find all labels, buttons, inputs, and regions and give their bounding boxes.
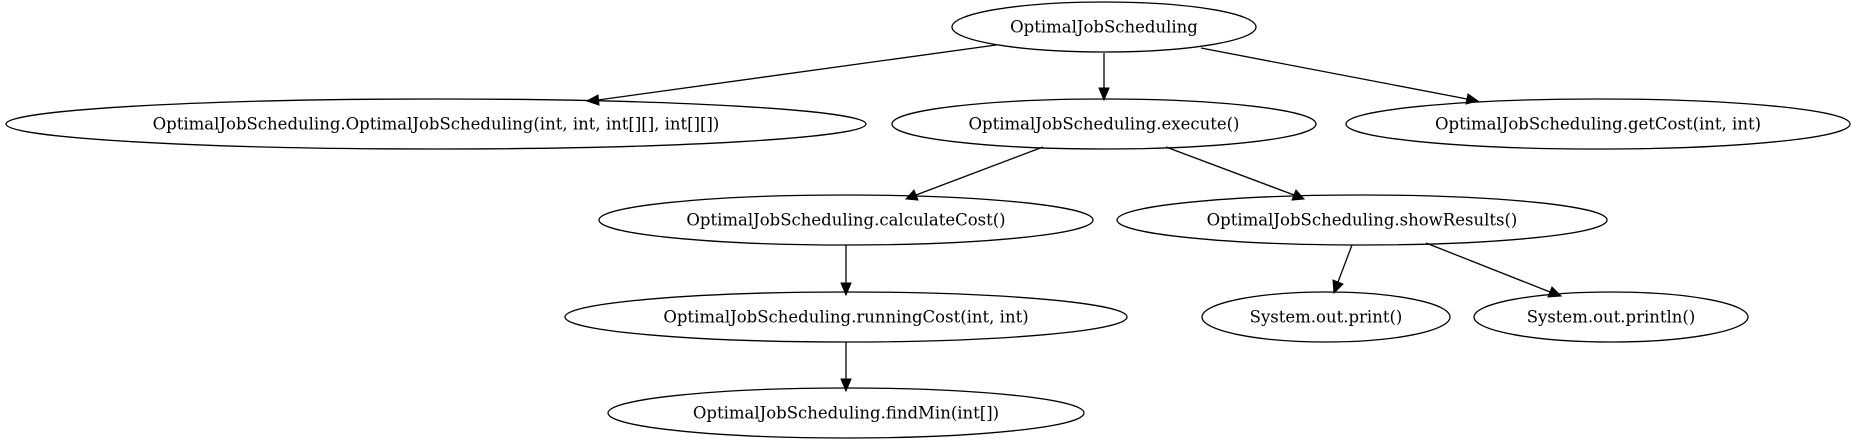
edge-line — [1165, 146, 1295, 196]
node-findMin: OptimalJobScheduling.findMin(int[]) — [607, 387, 1085, 439]
edge-execute-to-showResults — [1165, 146, 1306, 201]
node-ellipse — [564, 291, 1128, 343]
edge-showResults-to-print — [1332, 244, 1353, 295]
node-println: System.out.println() — [1473, 291, 1749, 343]
node-label: OptimalJobScheduling.OptimalJobSchedulin… — [153, 115, 720, 134]
node-label: OptimalJobScheduling.findMin(int[]) — [693, 404, 999, 423]
nodes-layer: OptimalJobScheduling OptimalJobSchedulin… — [5, 1, 1851, 439]
edge-arrowhead — [840, 282, 852, 297]
edge-execute-to-calculateCost — [904, 146, 1044, 201]
node-label: System.out.println() — [1527, 308, 1696, 327]
node-print: System.out.print() — [1201, 291, 1451, 343]
node-ellipse — [598, 194, 1094, 246]
node-label: OptimalJobScheduling.getCost(int, int) — [1435, 115, 1761, 134]
node-ctor: OptimalJobScheduling.OptimalJobSchedulin… — [5, 98, 867, 150]
edge-arrowhead — [840, 378, 852, 393]
edge-calculateCost-to-runningCost — [840, 245, 852, 297]
node-ellipse — [5, 98, 867, 150]
node-getCost: OptimalJobScheduling.getCost(int, int) — [1345, 98, 1851, 150]
node-showResults: OptimalJobScheduling.showResults() — [1116, 194, 1608, 246]
edge-arrowhead — [1098, 87, 1110, 102]
node-root: OptimalJobScheduling — [951, 1, 1257, 53]
edge-runningCost-to-findMin — [840, 342, 852, 393]
node-ellipse — [891, 98, 1317, 150]
edge-root-to-getCost — [1200, 47, 1480, 105]
edge-arrowhead — [1547, 286, 1563, 298]
edge-arrowhead — [904, 189, 919, 201]
node-label: OptimalJobScheduling.execute() — [969, 115, 1240, 134]
node-ellipse — [951, 1, 1257, 53]
edge-arrowhead — [1291, 189, 1306, 201]
edge-line — [1337, 244, 1353, 283]
node-label: OptimalJobScheduling.runningCost(int, in… — [663, 308, 1028, 327]
node-ellipse — [1473, 291, 1749, 343]
node-label: OptimalJobScheduling.showResults() — [1207, 211, 1518, 230]
edge-line — [597, 44, 997, 101]
node-ellipse — [1116, 194, 1608, 246]
edge-showResults-to-println — [1425, 242, 1563, 298]
node-ellipse — [1345, 98, 1851, 150]
node-execute: OptimalJobScheduling.execute() — [891, 98, 1317, 150]
node-label: OptimalJobScheduling.calculateCost() — [686, 211, 1005, 230]
node-runningCost: OptimalJobScheduling.runningCost(int, in… — [564, 291, 1128, 343]
node-calculateCost: OptimalJobScheduling.calculateCost() — [598, 194, 1094, 246]
edge-arrowhead — [1332, 279, 1344, 295]
edge-line — [1200, 47, 1468, 100]
edge-root-to-ctor — [585, 44, 997, 106]
edge-root-to-execute — [1098, 53, 1110, 102]
node-label: System.out.print() — [1250, 308, 1403, 327]
edge-line — [915, 146, 1044, 196]
node-label: OptimalJobScheduling — [1010, 18, 1198, 37]
node-ellipse — [1201, 291, 1451, 343]
edge-line — [1425, 242, 1551, 293]
node-ellipse — [607, 387, 1085, 439]
